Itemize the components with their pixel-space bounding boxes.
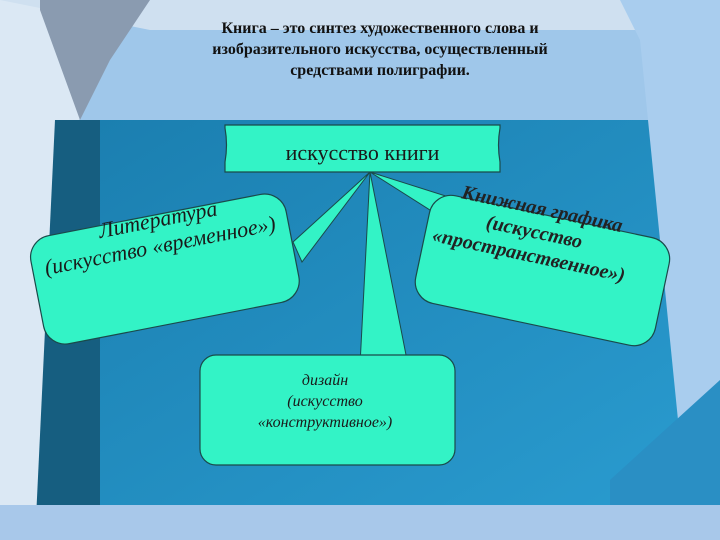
bevel-shape (40, 0, 150, 120)
slide-title: Книга – это синтез художественного слова… (150, 18, 610, 81)
left-connector (292, 171, 371, 263)
bottom-box-label: дизайн (искусство «конструктивное») (205, 370, 445, 433)
bottom-box (199, 354, 456, 466)
bottom-line-3: «конструктивное») (257, 414, 393, 431)
right-box (414, 194, 671, 347)
center-box (224, 124, 501, 173)
right-box-group (414, 194, 671, 347)
left-box-group (29, 193, 300, 345)
title-line-3: средствами полиграфии. (290, 62, 470, 79)
title-line-2: изобразительного искусства, осуществленн… (212, 41, 548, 58)
left-box (29, 193, 300, 345)
title-line-1: Книга – это синтез художественного слова… (221, 20, 539, 37)
bottom-line-2: (искусство (287, 393, 363, 410)
top-frame (0, 0, 720, 30)
bottom-line-1: дизайн (301, 372, 349, 389)
right-bottom-shape (610, 380, 720, 540)
bottom-strip (0, 505, 720, 540)
center-box-label: искусство книги (285, 140, 440, 165)
